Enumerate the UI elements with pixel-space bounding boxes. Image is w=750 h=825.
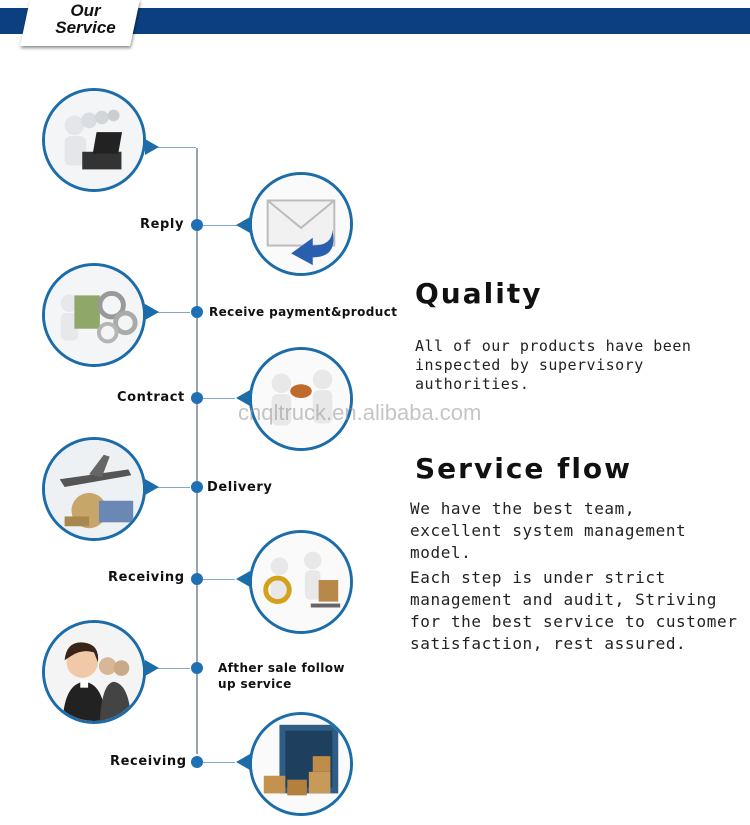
connector bbox=[150, 312, 190, 313]
section-title: Our Service bbox=[55, 1, 116, 37]
pointer-arrow bbox=[145, 304, 159, 320]
step-label-after-sale: Afther sale follow up service bbox=[218, 661, 345, 691]
pointer-arrow bbox=[236, 754, 250, 770]
connector bbox=[203, 762, 235, 763]
container-boxes-icon bbox=[249, 712, 353, 816]
pointer-arrow bbox=[236, 217, 250, 233]
connector bbox=[203, 225, 243, 226]
step-dot bbox=[191, 306, 203, 318]
call-center-icon bbox=[42, 88, 146, 192]
step-label-receiving-final: Receiving bbox=[110, 754, 187, 769]
service-flow-title: Service flow bbox=[415, 452, 633, 485]
connector bbox=[150, 487, 190, 488]
watermark: cnqltruck.en.alibaba.com bbox=[238, 400, 482, 425]
pointer-arrow bbox=[236, 571, 250, 587]
step-label-contract: Contract bbox=[117, 390, 185, 405]
pointer-arrow bbox=[145, 479, 159, 495]
pointer-arrow bbox=[145, 660, 159, 676]
airplane-globe-icon bbox=[42, 437, 146, 541]
step-dot bbox=[191, 756, 203, 768]
customer-service-icon bbox=[42, 620, 146, 724]
connector bbox=[203, 398, 235, 399]
connector bbox=[150, 668, 190, 669]
step-dot bbox=[191, 219, 203, 231]
service-flow-para-2: Each step is under strict management and… bbox=[410, 568, 738, 653]
connector bbox=[203, 579, 235, 580]
quality-text: All of our products have been inspected … bbox=[415, 337, 692, 393]
payment-gears-icon bbox=[42, 263, 146, 367]
pointer-arrow bbox=[236, 390, 250, 406]
service-flow-para-1: We have the best team, excellent system … bbox=[410, 499, 687, 562]
mail-reply-icon bbox=[249, 172, 353, 276]
quality-title: Quality bbox=[415, 277, 543, 310]
step-label-receiving: Receiving bbox=[108, 570, 185, 585]
delivery-ring-icon bbox=[249, 530, 353, 634]
handshake-icon bbox=[249, 347, 353, 451]
step-dot bbox=[191, 392, 203, 404]
timeline-line bbox=[196, 148, 198, 754]
step-dot bbox=[191, 481, 203, 493]
step-label-payment: Receive payment&product bbox=[209, 305, 398, 319]
step-label-reply: Reply bbox=[140, 217, 185, 232]
step-dot bbox=[191, 662, 203, 674]
step-dot bbox=[191, 573, 203, 585]
connector bbox=[158, 147, 196, 148]
step-label-delivery: Delivery bbox=[207, 480, 273, 495]
pointer-arrow bbox=[145, 139, 159, 155]
